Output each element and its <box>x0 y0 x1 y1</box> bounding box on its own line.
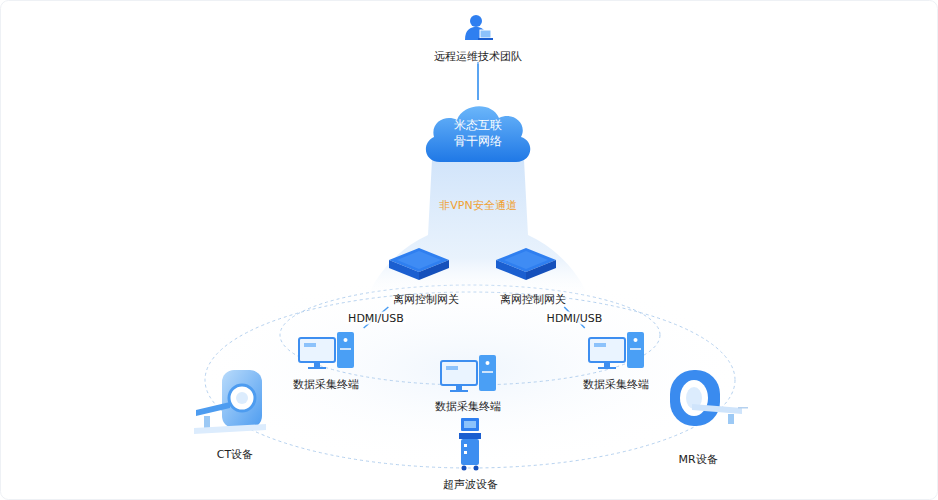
ct-scanner-icon <box>194 370 266 434</box>
node-label: 离网控制网关 <box>393 293 459 307</box>
ultrasound-device-node: 超声波设备 <box>430 416 510 492</box>
node-label: 超声波设备 <box>443 478 498 492</box>
cloud-shape <box>420 100 536 166</box>
node-label: 离网控制网关 <box>500 293 566 307</box>
connector-line <box>477 64 479 100</box>
node-label: MR设备 <box>678 453 717 467</box>
cloud-node: 米态互联 骨干网络 <box>420 100 536 166</box>
gateway-node: 离网控制网关 <box>485 243 581 307</box>
terminal-node: 数据采集终端 <box>428 353 508 414</box>
team-link-stub <box>477 62 479 100</box>
connector-label: HDMI/USB <box>545 311 605 324</box>
node-label: CT设备 <box>217 448 253 462</box>
ct-device-node: CT设备 <box>190 366 280 462</box>
mr-scanner-icon <box>670 370 748 426</box>
secure-channel-beam <box>366 160 590 300</box>
terminal-icon <box>589 332 644 369</box>
team-node: 远程运维技术团队 <box>425 12 531 64</box>
outer-ring <box>205 292 735 468</box>
terminal-node: 数据采集终端 <box>286 328 366 392</box>
gateway-icon <box>496 248 556 280</box>
team-icon <box>465 15 493 40</box>
node-label: 数据采集终端 <box>293 378 359 392</box>
gateway-node: 离网控制网关 <box>378 243 474 307</box>
terminal-node: 数据采集终端 <box>576 328 656 392</box>
node-label: 数据采集终端 <box>583 378 649 392</box>
mr-device-node: MR设备 <box>658 366 738 467</box>
terminal-icon <box>441 355 496 392</box>
connector-label: HDMI/USB <box>346 311 406 324</box>
channel-label: 非VPN安全通道 <box>439 198 516 213</box>
node-label: 数据采集终端 <box>435 400 501 414</box>
gateway-icon <box>389 248 449 280</box>
cloud-text: 米态互联 骨干网络 <box>449 117 507 149</box>
cloud-outline <box>426 106 530 162</box>
node-label: 远程运维技术团队 <box>434 50 522 64</box>
ultrasound-icon <box>459 418 481 471</box>
terminal-icon <box>299 332 354 369</box>
